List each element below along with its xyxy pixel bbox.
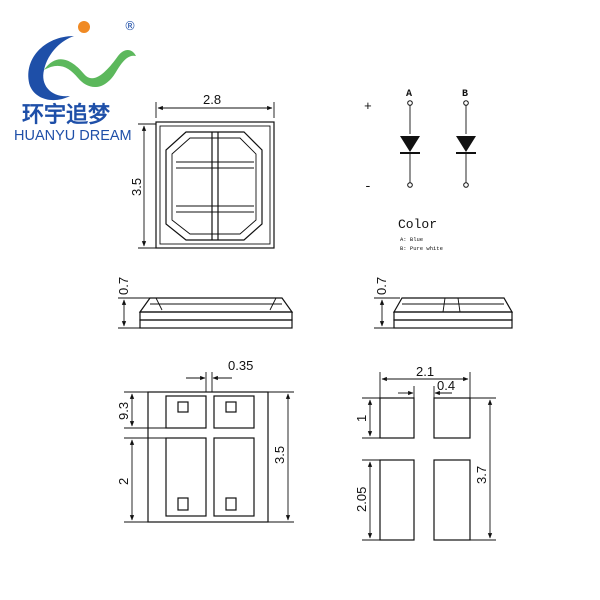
side-right-thickness-label: 0.7	[374, 277, 389, 295]
brand-name-en: HUANYU DREAM	[14, 128, 132, 144]
pcb-upper-pad-label: 1	[354, 415, 369, 422]
diode-b-icon	[456, 100, 476, 188]
diode-a-icon	[400, 100, 420, 188]
bottom-pad-height-label: 9.3	[116, 402, 131, 420]
color-legend-title: Color	[398, 217, 437, 232]
pcb-gap-label: 0.4	[437, 378, 455, 393]
side-view-left: 0.7	[116, 277, 294, 329]
brand-name-cn: 环宇追梦	[22, 102, 111, 128]
pcb-overall-height-label: 3.7	[474, 466, 489, 484]
top-view-width-label: 2.8	[203, 92, 221, 107]
logo-sun-icon	[78, 21, 90, 33]
pcb-layout: 2.1 0.4 1 2.05 3.7	[354, 364, 496, 541]
diode-a-label: A	[406, 89, 412, 100]
top-view: 2.8 3.5	[129, 92, 275, 249]
brand-logo: ® 环宇追梦 HUANYU DREAM	[14, 19, 136, 144]
bottom-view: 0.35 9.3 2 3.5	[116, 358, 294, 523]
minus-label: -	[364, 179, 372, 194]
plus-label: +	[364, 99, 372, 114]
bottom-overall-height-label: 3.5	[272, 446, 287, 464]
registered-mark: ®	[124, 19, 136, 33]
diode-b-label: B	[462, 89, 468, 100]
bottom-lower-pad-label: 2	[116, 478, 131, 485]
pcb-width-label: 2.1	[416, 364, 434, 379]
logo-arc-icon	[28, 36, 74, 101]
color-legend-line-a: A: Blue	[400, 236, 423, 243]
bottom-gap-label: 0.35	[228, 358, 253, 373]
schematic: + - A B Color A: Blue B: Pure white	[364, 89, 476, 252]
side-left-thickness-label: 0.7	[116, 277, 131, 295]
color-legend-line-b: B: Pure white	[400, 245, 443, 252]
top-view-height-label: 3.5	[129, 178, 144, 196]
logo-wave-icon	[44, 50, 136, 88]
side-view-right: 0.7	[374, 277, 514, 329]
pcb-lower-pad-label: 2.05	[354, 487, 369, 512]
